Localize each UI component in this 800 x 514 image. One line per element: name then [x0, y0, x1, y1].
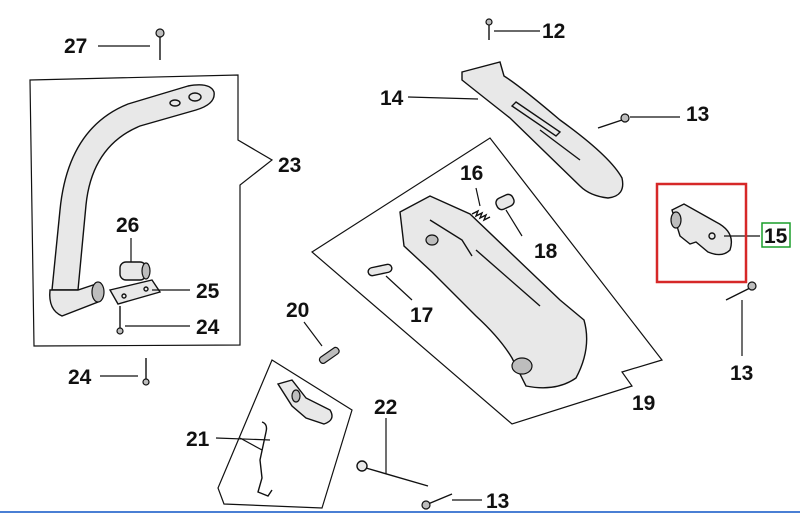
label-25: 25 — [196, 280, 220, 303]
label-17: 17 — [410, 304, 433, 327]
label-24-outer: 24 — [68, 366, 92, 389]
trigger-part-21 — [276, 379, 333, 425]
group-23-frame — [29, 74, 274, 347]
screw-part-24-inner — [116, 306, 190, 335]
spring-part-16 — [471, 187, 491, 222]
screw-part-13-right — [725, 281, 757, 356]
label-13-bottom: 13 — [486, 490, 509, 513]
rod-part-22 — [356, 418, 429, 487]
bracket-part-26 — [119, 238, 151, 281]
label-27: 27 — [64, 35, 87, 58]
rod-part-21 — [257, 421, 273, 497]
main-handle-body-part-19 — [399, 195, 588, 389]
label-13-upper: 13 — [686, 103, 709, 126]
bracket-plate-part-25 — [108, 279, 190, 305]
screw-part-12 — [485, 18, 540, 40]
label-22: 22 — [374, 396, 397, 419]
label-21: 21 — [186, 428, 210, 451]
group-19-frame — [310, 137, 664, 425]
label-15: 15 — [764, 225, 788, 248]
pin-part-17 — [367, 263, 413, 301]
label-20: 20 — [286, 299, 309, 322]
pin-part-20 — [303, 321, 340, 365]
label-24-inner: 24 — [196, 316, 220, 339]
label-26: 26 — [116, 214, 139, 237]
handle-cover-part-14 — [407, 61, 624, 199]
screw-part-24-outer — [100, 358, 150, 386]
leader-21b — [239, 437, 263, 451]
pin-part-18 — [495, 193, 523, 237]
label-19: 19 — [632, 392, 655, 415]
screw-part-13-upper — [597, 113, 680, 129]
label-23: 23 — [278, 154, 301, 177]
group-21-frame — [217, 359, 353, 509]
label-13-right: 13 — [730, 362, 753, 385]
label-18: 18 — [534, 240, 558, 263]
screw-part-27 — [98, 28, 165, 60]
screw-part-13-bottom — [421, 493, 482, 510]
label-15-box — [761, 222, 791, 248]
label-16: 16 — [460, 162, 483, 185]
handle-bar-part — [49, 84, 215, 317]
label-12: 12 — [542, 20, 565, 43]
label-14: 14 — [380, 87, 404, 110]
lever-part-15 — [670, 203, 760, 256]
highlight-box — [655, 182, 748, 284]
